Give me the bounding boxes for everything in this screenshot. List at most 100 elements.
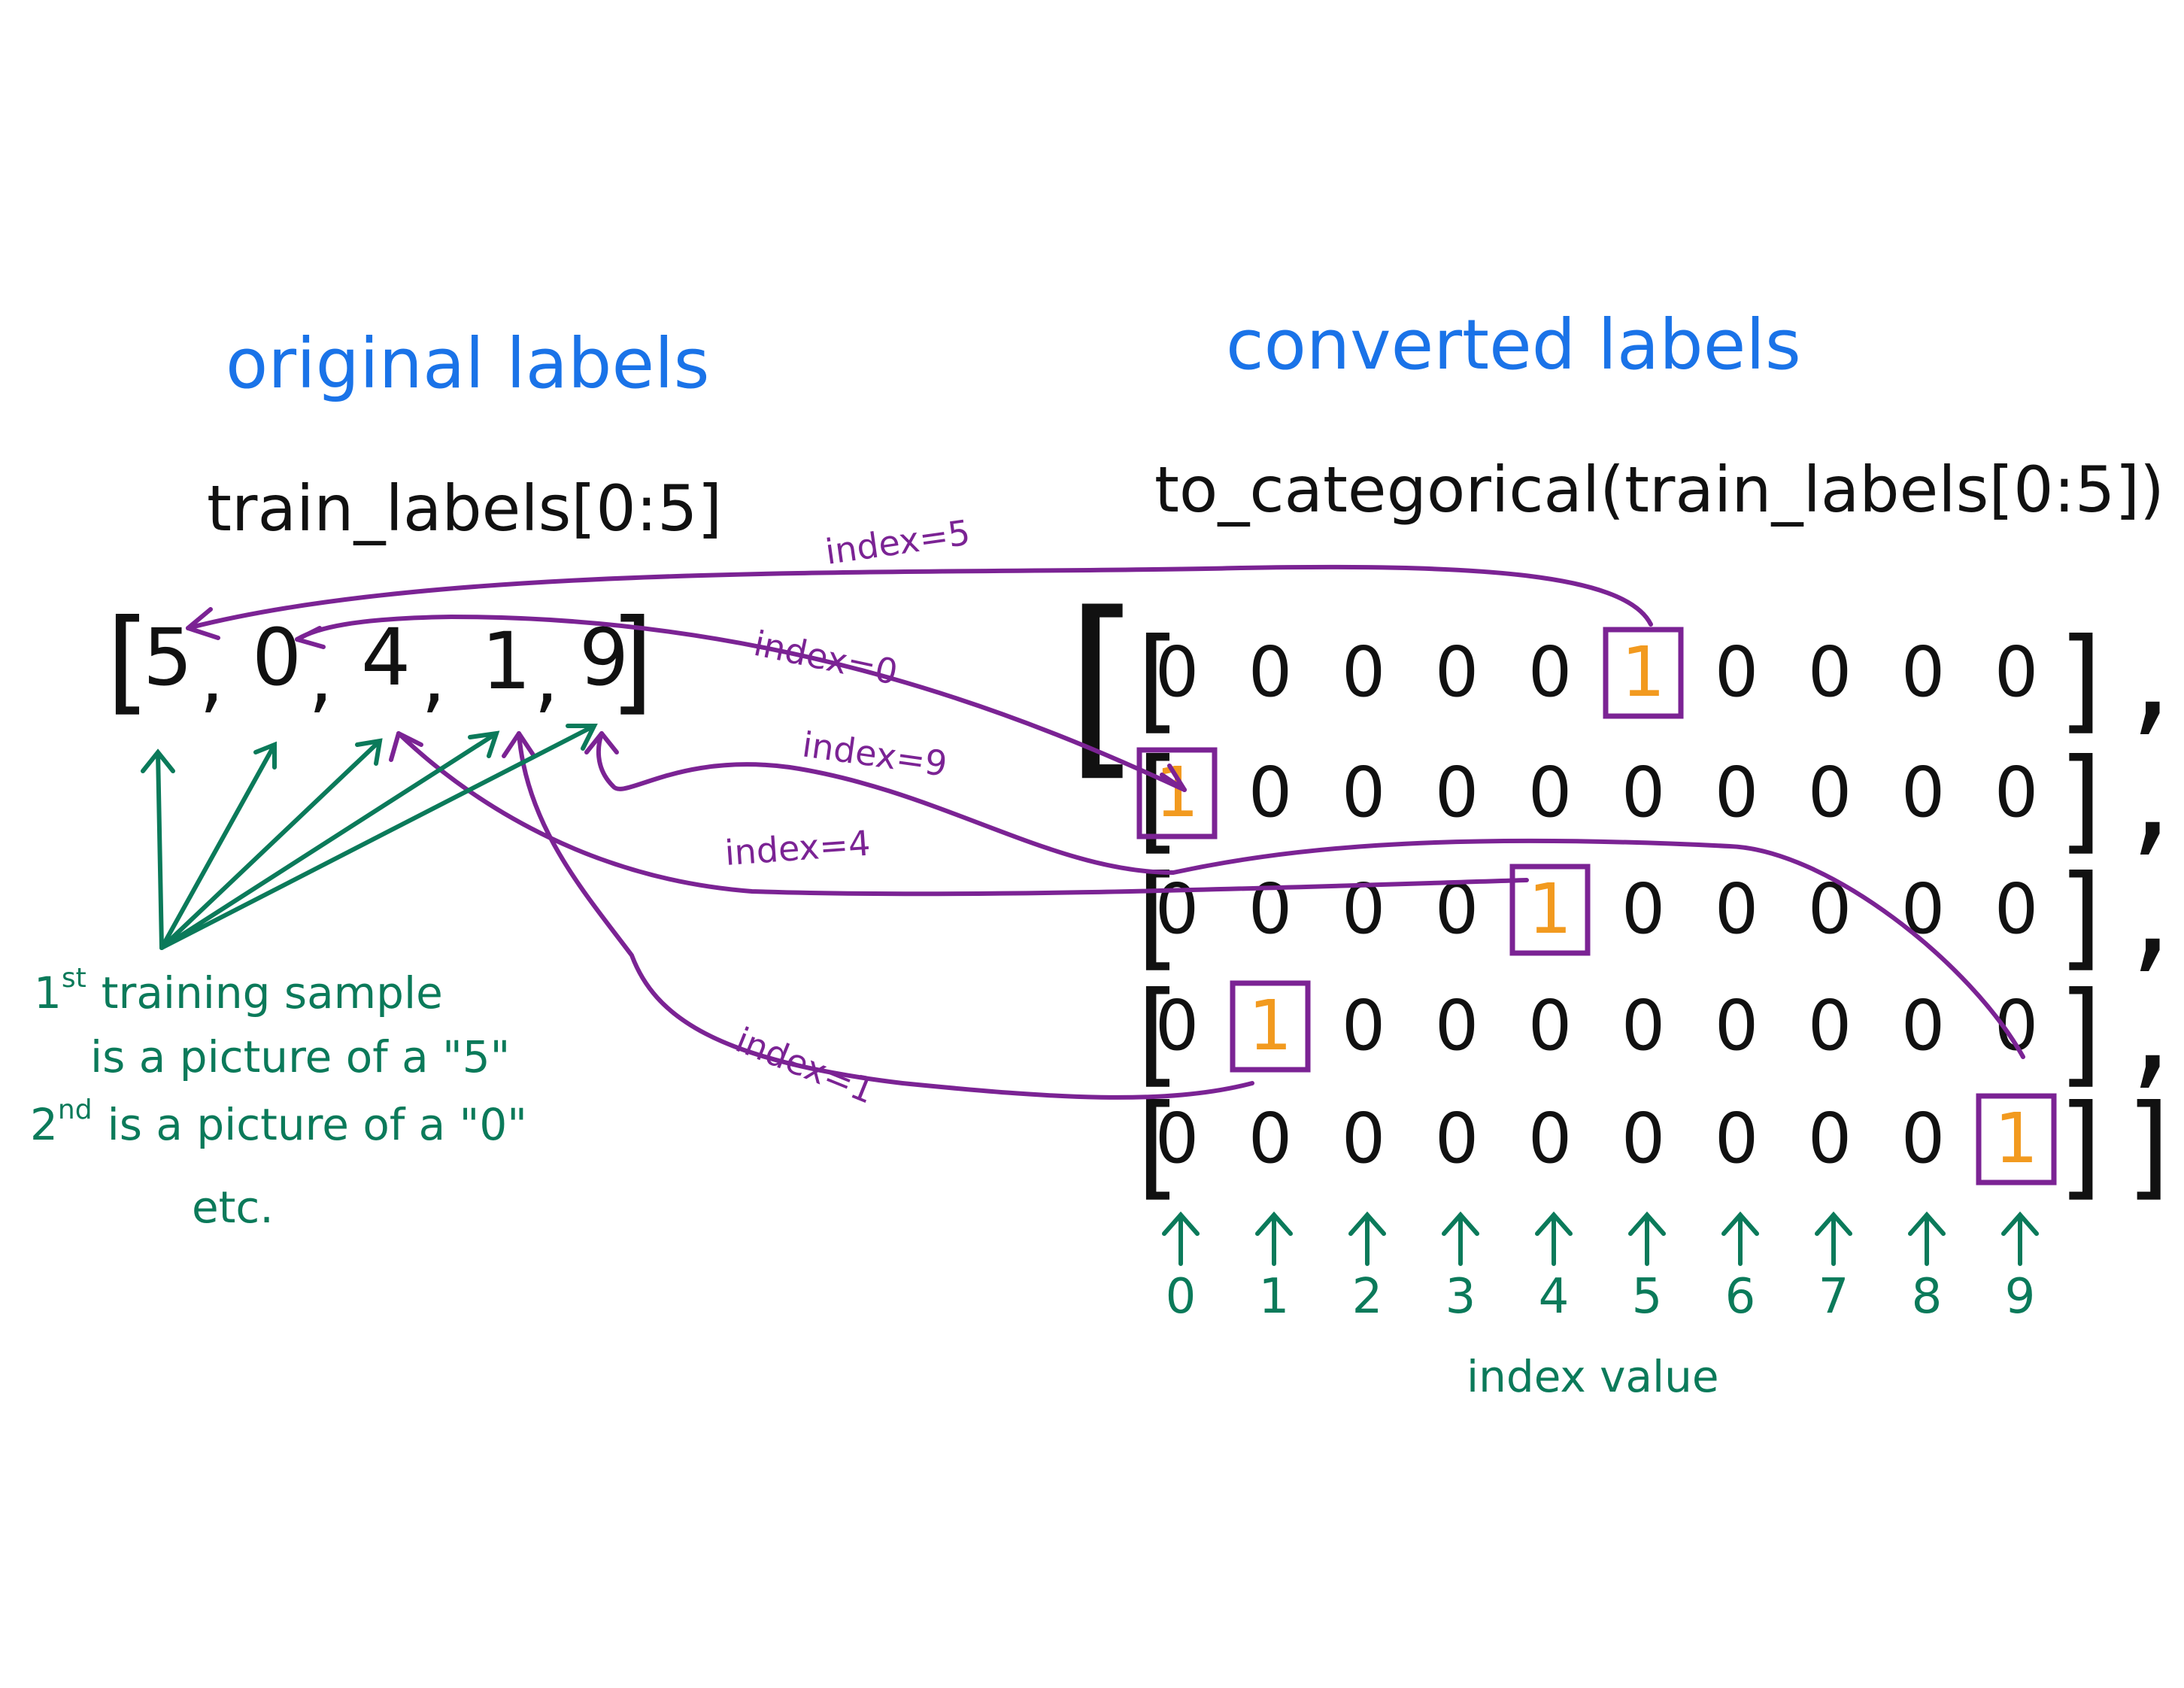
note-arrow-to-label-3 [159, 730, 500, 950]
comma: , [534, 630, 559, 722]
index-arrow [1535, 1211, 1573, 1266]
row-open-bracket: [ [1121, 968, 1188, 1099]
arrow-index-1 [517, 731, 1254, 1100]
matrix-cell: 0 [1435, 1098, 1479, 1179]
index-arrow [1162, 1211, 1200, 1266]
matrix-cell: 0 [1155, 869, 1200, 949]
index-value-label: 6 [1725, 1269, 1756, 1325]
matrix-cell: 0 [1715, 752, 1759, 833]
comma: , [199, 630, 224, 722]
label-3: 1 [481, 615, 531, 707]
highlight-box [1230, 980, 1311, 1073]
matrix-cell: 0 [1808, 1098, 1852, 1179]
matrix-cell: 0 [1528, 985, 1573, 1066]
annotation-index-1: index=1 [730, 1019, 881, 1112]
matrix-cell: 0 [1901, 869, 1946, 949]
note-arrow-to-label-0 [141, 748, 175, 950]
note-arrow-to-label-1 [159, 741, 277, 950]
highlight-box [1136, 747, 1218, 839]
note-arrow-to-label-2 [159, 738, 383, 950]
matrix-cell: 0 [1528, 752, 1573, 833]
arrow-index-5 [186, 564, 1653, 630]
matrix-cell: 0 [1621, 985, 1666, 1066]
matrix-cell: 0 [1155, 632, 1200, 712]
index-arrow [1815, 1211, 1852, 1266]
index-value-label: 3 [1445, 1269, 1476, 1325]
matrix-cell: 0 [1342, 752, 1386, 833]
matrix-cell: 0 [1248, 632, 1293, 712]
index-arrow [1442, 1211, 1479, 1266]
matrix-cell: 0 [1994, 869, 2039, 949]
matrix-cell: 0 [1248, 752, 1293, 833]
matrix-cell: 0 [1901, 985, 1946, 1066]
note-line-2: is a picture of a "5" [90, 1031, 510, 1082]
highlight-box [1976, 1093, 2057, 1186]
matrix-cell: 0 [1435, 632, 1479, 712]
matrix-cell: 0 [1808, 632, 1852, 712]
note-arrow-to-label-4 [159, 724, 598, 950]
converted-labels-title: converted labels [1226, 305, 1801, 385]
index-arrow [1628, 1211, 1666, 1266]
row-close-bracket: ], [2050, 735, 2184, 866]
row-open-bracket: [ [1121, 735, 1188, 866]
arrow-index-1-head [502, 731, 536, 758]
arrow-index-0-tail-head [295, 626, 326, 649]
matrix-cell: 0 [1621, 752, 1666, 833]
matrix-cell: 0 [1715, 1098, 1759, 1179]
matrix-cell: 1 [1621, 632, 1666, 712]
matrix-cell: 0 [1994, 632, 2039, 712]
matrix-cell: 0 [1528, 1098, 1573, 1179]
matrix-cell: 0 [1342, 632, 1386, 712]
arrow-index-0-head [1160, 764, 1187, 792]
index-arrow [1908, 1211, 1946, 1266]
matrix-cell: 0 [1715, 869, 1759, 949]
matrix-cell: 0 [1715, 632, 1759, 712]
original-code: train_labels[0:5] [207, 472, 722, 545]
arrow-index-4-head [389, 731, 423, 762]
index-arrow [1348, 1211, 1386, 1266]
matrix-cell: 0 [1248, 869, 1293, 949]
index-value-label: 1 [1259, 1269, 1290, 1325]
index-arrow [1255, 1211, 1293, 1266]
matrix-cell: 0 [1528, 632, 1573, 712]
row-open-bracket: [ [1121, 1081, 1188, 1212]
index-value-label: 4 [1539, 1269, 1570, 1325]
arrow-index-0 [295, 614, 1187, 792]
index-axis-label: index value [1467, 1351, 1719, 1402]
matrix-cell: 1 [1528, 869, 1573, 949]
matrix-cell: 0 [1901, 1098, 1946, 1179]
matrix-cell: 0 [1715, 985, 1759, 1066]
label-2: 4 [361, 612, 411, 703]
row-close-bracket: ], [2050, 852, 2184, 982]
comma: , [421, 630, 446, 722]
row-close-bracket: ]] [2050, 1081, 2184, 1212]
label-0: 5 [143, 612, 193, 703]
matrix-cell: 0 [1155, 1098, 1200, 1179]
original-label-list: [ 5 , 0 , 4 , 1 , 9 ] [90, 596, 669, 727]
arrow-index-9 [596, 731, 2025, 1059]
label-1: 0 [252, 612, 302, 703]
matrix-cell: 0 [1808, 869, 1852, 949]
index-arrow [1721, 1211, 1759, 1266]
matrix-cell: 0 [1621, 869, 1666, 949]
index-value-label: 9 [2005, 1269, 2036, 1325]
index-value-label: 5 [1632, 1269, 1663, 1325]
matrix-cell: 1 [1248, 985, 1293, 1066]
list-open-bracket: [ [90, 596, 158, 727]
matrix-cell: 0 [1248, 1098, 1293, 1179]
matrix-cell: 1 [1994, 1098, 2039, 1179]
annotation-index-5: index=5 [823, 512, 972, 572]
index-value-label: 0 [1166, 1269, 1197, 1325]
matrix-outer-open-bracket: [ [1038, 572, 1156, 799]
note-line-4: etc. [192, 1182, 274, 1233]
annotation-index-0: index=0 [751, 623, 902, 693]
matrix-cell: 0 [1901, 632, 1946, 712]
index-value-label: 2 [1352, 1269, 1383, 1325]
index-arrow [2001, 1211, 2039, 1266]
arrow-index-5-head [186, 607, 220, 640]
